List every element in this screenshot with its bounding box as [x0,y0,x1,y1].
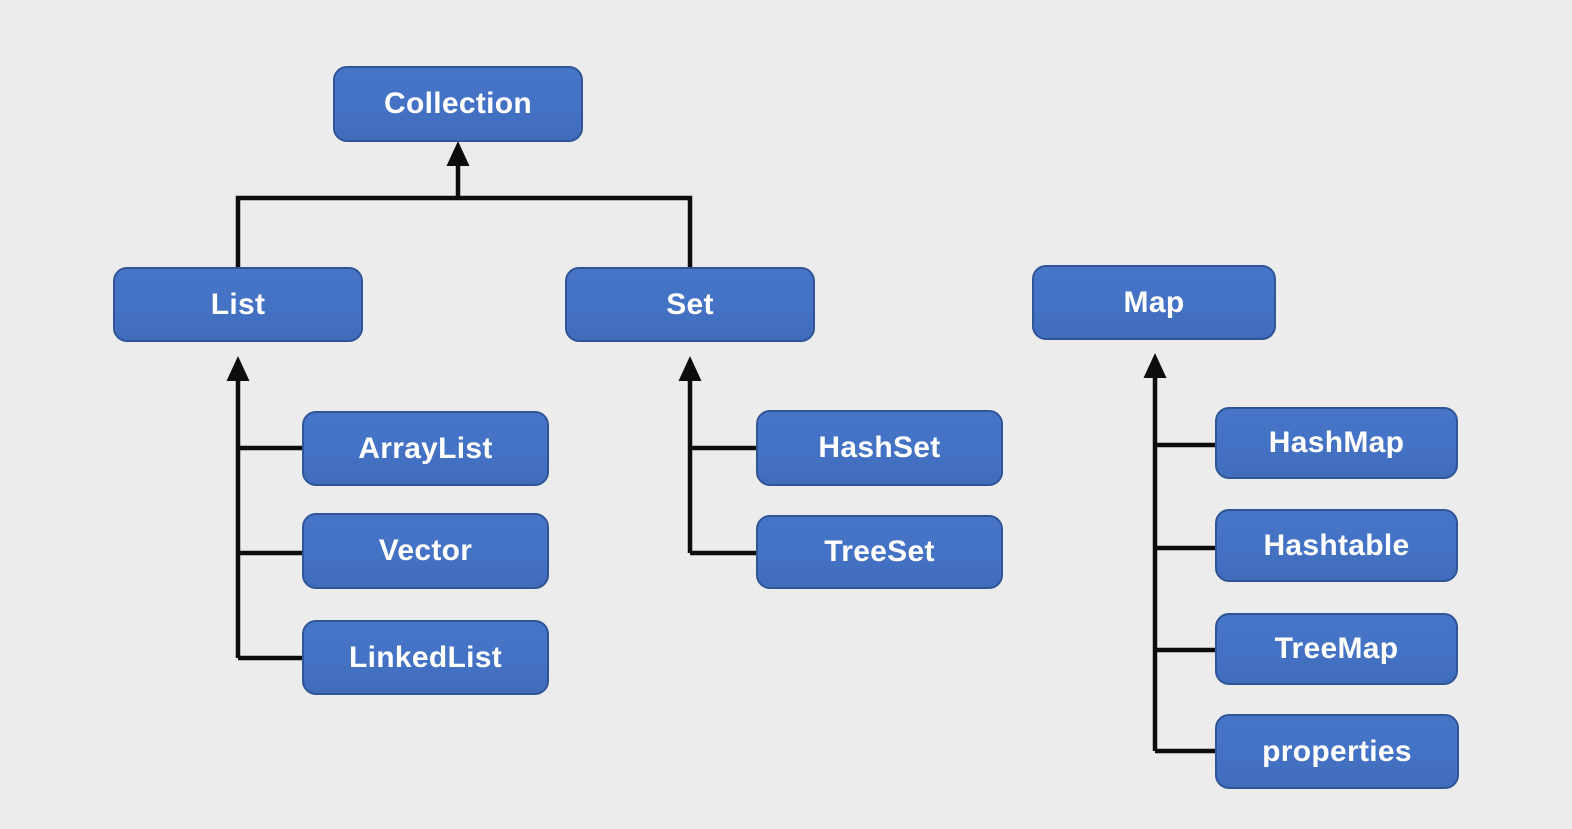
node-map-label: Map [1123,285,1185,319]
node-hashset: HashSet [756,410,1003,486]
node-arraylist: ArrayList [302,411,549,486]
node-linkedlist-label: LinkedList [348,640,502,674]
node-treeset-label: TreeSet [824,535,935,568]
node-hashtable: Hashtable [1215,509,1458,582]
node-arraylist-label: ArrayList [358,431,493,465]
node-set-label: Set [666,287,714,321]
node-collection: Collection [333,66,583,142]
edge-collection-bracket [235,141,693,268]
node-vector: Vector [302,513,549,589]
node-hashtable-label: Hashtable [1263,528,1410,562]
node-map: Map [1032,265,1276,340]
node-treemap-label: TreeMap [1274,632,1399,665]
node-hashset-label: HashSet [818,431,941,464]
node-properties: properties [1215,714,1459,789]
node-hashmap: HashMap [1215,407,1458,479]
node-set: Set [565,267,815,342]
node-list: List [113,267,363,342]
node-linkedlist: LinkedList [302,620,549,695]
node-list-label: List [210,287,266,321]
node-vector-label: Vector [378,534,473,567]
node-collection-label: Collection [383,87,532,120]
edge-set-subtree [678,356,757,556]
node-treeset: TreeSet [756,515,1003,589]
edge-list-subtree [226,356,303,661]
node-treemap: TreeMap [1215,613,1458,685]
node-properties-label: properties [1262,734,1412,768]
edge-map-subtree [1143,353,1216,754]
node-hashmap-label: HashMap [1268,426,1405,459]
